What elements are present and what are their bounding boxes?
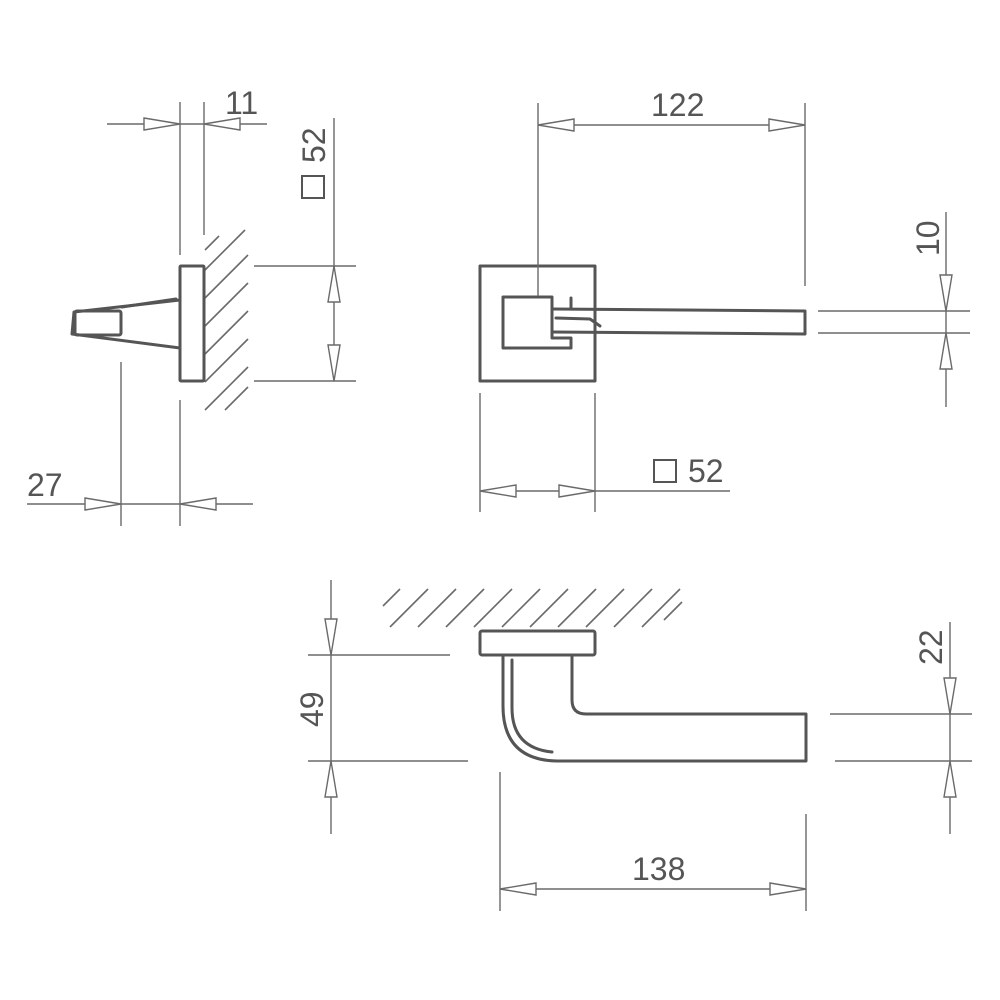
- front-dim-52-label: 52: [688, 453, 724, 489]
- top-rose-plate: [478, 629, 597, 657]
- side-wall-hatching: [204, 229, 249, 411]
- side-lever-top-edge: [120, 297, 178, 309]
- top-lever-inner-edge: [510, 658, 554, 754]
- side-dim-52-label: 52: [296, 127, 332, 163]
- side-lever-end: [73, 309, 123, 337]
- side-dim-11-label: 11: [225, 85, 258, 121]
- front-lever-block: [501, 295, 573, 350]
- front-square-symbol: [653, 459, 677, 483]
- side-view: 11 52 27: [27, 85, 356, 526]
- top-wall-hatching: [382, 588, 683, 628]
- top-dim-22-label: 22: [913, 629, 949, 665]
- front-lever-edge: [554, 296, 602, 328]
- side-dim-27-label: 27: [27, 467, 63, 503]
- side-rose-plate: [178, 264, 206, 383]
- top-view: 49 22 138: [294, 580, 972, 911]
- front-dim-122-label: 122: [651, 87, 704, 123]
- top-dim-138-label: 138: [632, 851, 685, 887]
- side-square-symbol: [301, 175, 325, 199]
- front-lever-arm: [550, 307, 807, 336]
- front-dim-10-label: 10: [910, 220, 946, 256]
- top-dim-49-label: 49: [294, 691, 330, 727]
- front-view: 122 10 52: [478, 87, 970, 512]
- top-lever-body: [501, 653, 808, 763]
